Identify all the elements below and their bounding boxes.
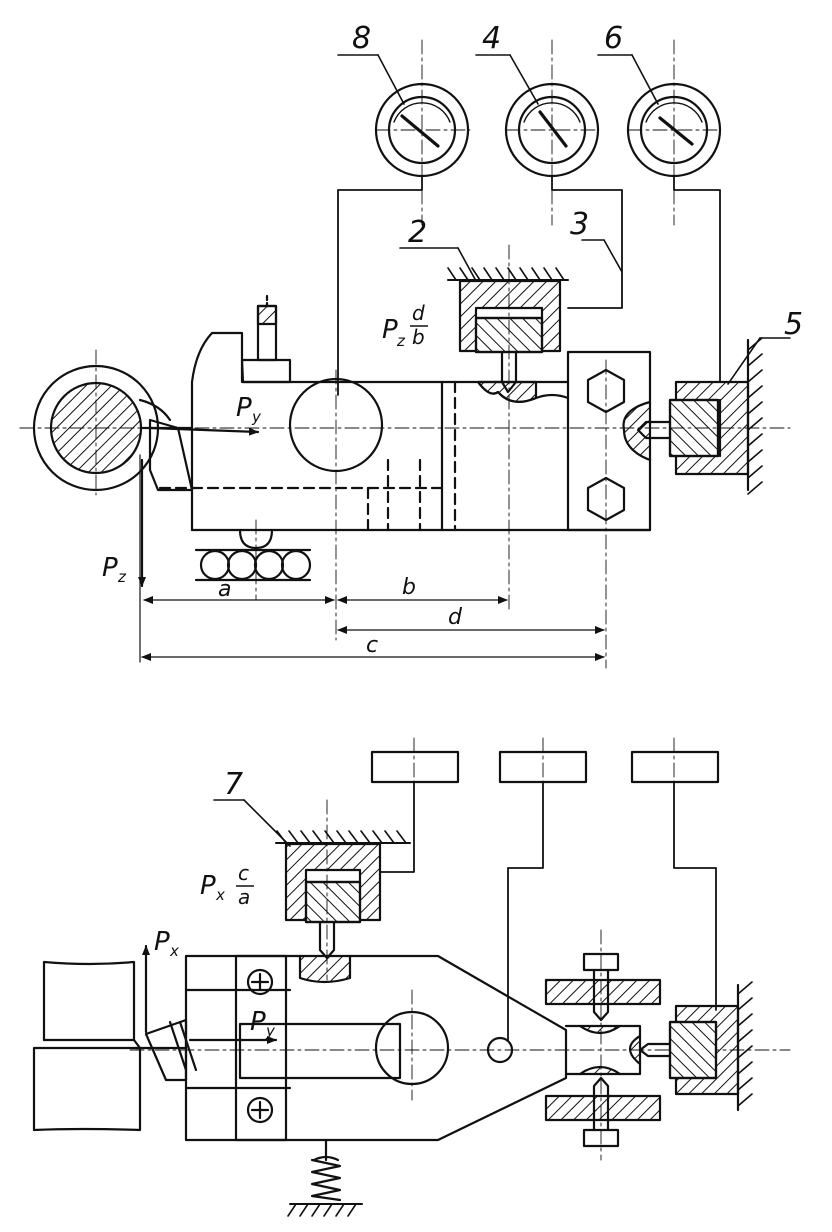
gauge-wiring [337, 175, 721, 396]
tool-holder-bottom [134, 954, 568, 1142]
sensor-2 [399, 244, 569, 611]
sensor-5 [636, 337, 791, 495]
dim-label-c: c [366, 633, 378, 658]
formula-bottom-sub: x [215, 886, 225, 904]
indicator-wiring [379, 781, 717, 1041]
force-py-label-top: P [236, 393, 252, 423]
gauge-8 [337, 39, 471, 226]
force-py-sub-bottom: y [265, 1022, 276, 1040]
tool-holder-top [140, 294, 652, 532]
force-px-sub: x [169, 942, 179, 960]
force-py-sub-top: y [251, 408, 262, 426]
dim-label-b: b [402, 575, 416, 600]
formula-bottom-symbol: P [200, 871, 216, 901]
formula-top-symbol: P [382, 315, 398, 345]
gauge-4 [475, 39, 600, 226]
force-py-label-bottom: P [250, 1007, 266, 1037]
formula-bottom-den: a [238, 885, 250, 909]
formula-top-sub: z [396, 332, 406, 350]
gauge-label-4: 4 [482, 21, 501, 56]
dim-label-a: a [218, 577, 231, 602]
gauge-label-8: 8 [352, 21, 371, 56]
callout-3: 3 [570, 207, 589, 242]
sensor-bottom-right [638, 981, 753, 1112]
gauge-label-6: 6 [604, 21, 623, 56]
force-pz-label: P [102, 553, 118, 583]
workpiece-bottom [32, 960, 142, 1132]
callout-5: 5 [784, 307, 803, 342]
force-py-arrow-top [148, 426, 260, 436]
pivot-assembly [544, 929, 662, 1161]
gauge-6 [597, 39, 722, 226]
callout-2: 2 [408, 215, 427, 250]
formula-top-den: b [412, 325, 425, 349]
formula-top-num: d [412, 301, 425, 325]
callout-7: 7 [224, 767, 243, 802]
force-px-label: P [154, 927, 170, 957]
sensor-7 [213, 799, 411, 981]
roller-support-top [194, 528, 312, 582]
dimension-lines [141, 596, 605, 661]
spring-support [287, 1138, 363, 1217]
formula-bottom-num: c [238, 861, 249, 885]
indicator-boxes [370, 737, 720, 801]
force-pz-sub: z [117, 568, 127, 586]
dim-label-d: d [448, 605, 463, 630]
labels: 8 4 6 2 3 5 P z d b P y P z a b d c 7 P … [102, 21, 803, 1040]
